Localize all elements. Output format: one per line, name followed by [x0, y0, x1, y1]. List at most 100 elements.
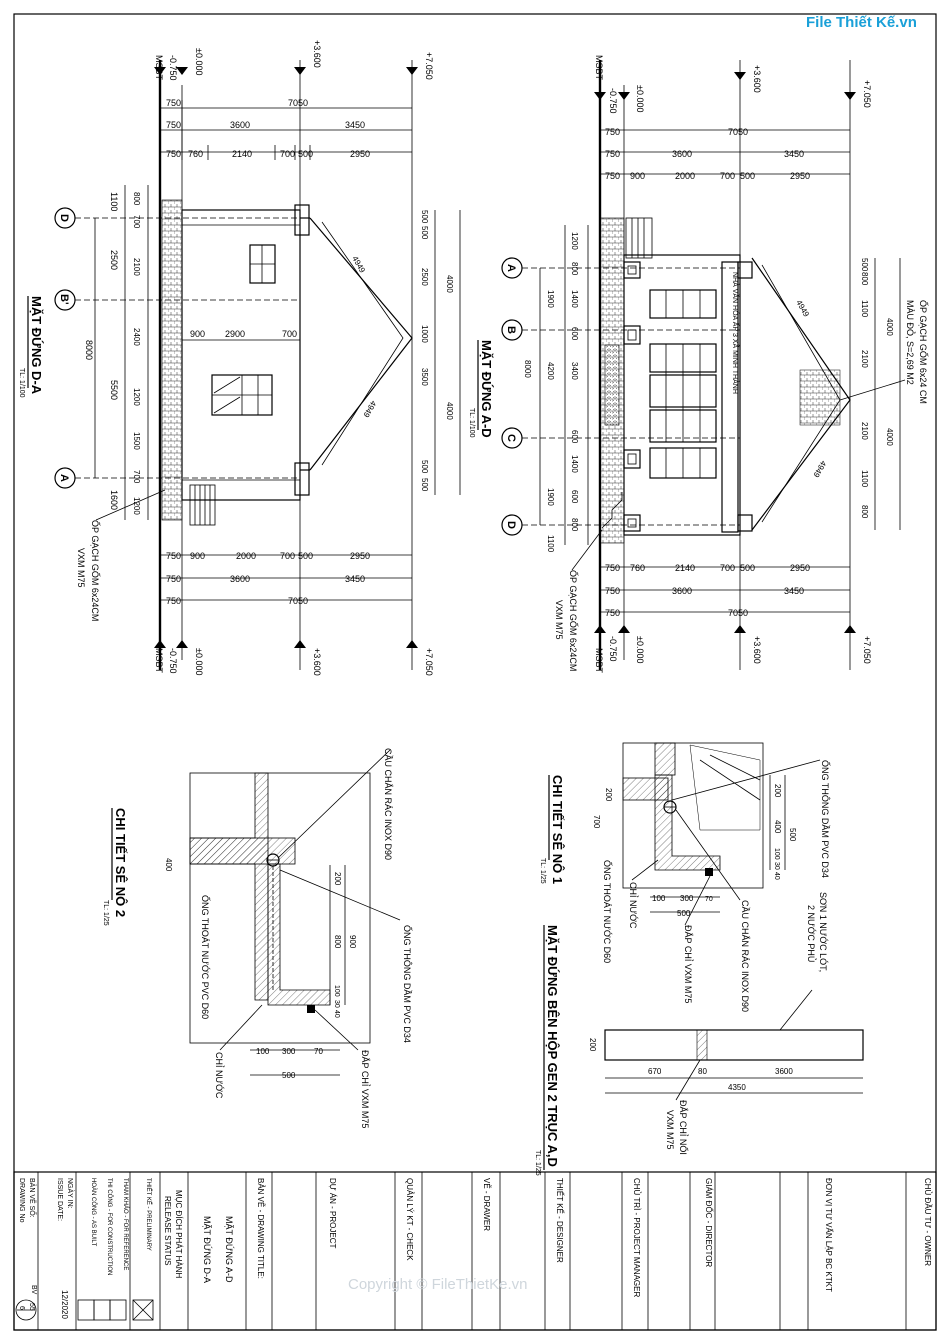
dim-text: 700 [132, 215, 141, 229]
detail-label: CHỈ NƯỚC [628, 882, 639, 929]
elevation-scale: TL: 1/100 [468, 408, 475, 438]
dim-text: 100 [333, 985, 340, 997]
dim-text: 700 [132, 470, 141, 484]
level-label: MSBT [154, 55, 164, 81]
dim-text: 3600 [775, 1067, 793, 1076]
detail-scale: TL: 1/25 [539, 858, 546, 884]
dim-text: 1400 [570, 290, 579, 308]
dim-text: 750 [605, 586, 620, 596]
dim-text: 700 [592, 815, 601, 829]
dim-text: 2500 [420, 268, 429, 286]
detail-label: CẦU CHẮN RÁC INOX D90 [383, 748, 393, 860]
detail-title: MẶT ĐỨNG BÊN HỘP GEN 2 TRỤC A,D [545, 925, 560, 1167]
detail-label: ĐẮP CHỈ VXM M75 [683, 925, 694, 1003]
level-markers-top [154, 67, 418, 75]
dim-text: 400 [773, 820, 782, 834]
dim-text: 750 [166, 596, 181, 606]
dim-text: 7050 [728, 608, 748, 618]
dim-text: 1400 [570, 455, 579, 473]
dim-text: 4000 [445, 402, 454, 420]
tb-drawer: VẼ - DRAWER [482, 1178, 491, 1231]
dim-text: 3450 [784, 586, 804, 596]
tb-release-label: MỤC ĐÍCH PHÁT HÀNH [174, 1190, 183, 1279]
dim-text: 900 [190, 551, 205, 561]
dim-text: 750 [605, 608, 620, 618]
dim-text: 1600 [109, 490, 119, 510]
level-label: MSBT [154, 648, 164, 674]
tb-status: THI CÔNG - FOR CONSTRUCTION [106, 1178, 113, 1275]
level-label: ±0.000 [635, 85, 645, 112]
tb-consultant: ĐƠN VỊ TƯ VẤN LẬP BC KTKT [824, 1178, 834, 1292]
dim-text: 3450 [345, 120, 365, 130]
axis-label: B [505, 326, 517, 334]
level-label: +3.600 [752, 65, 762, 93]
tb-check: QUẢN LÝ KT - CHECK [405, 1178, 414, 1261]
elevation-d-a: MSBT -0.750 ±0.000 +3.600 +7.050 MSBT -0… [18, 40, 461, 676]
detail-label: CẦU CHẮN RÁC INOX D90 [740, 900, 750, 1012]
tb-issue-label: NGÀY IN: [66, 1178, 75, 1209]
dim-text: 1200 [570, 232, 579, 250]
dim-text: 2950 [350, 149, 370, 159]
dim-text: 700 [720, 563, 735, 573]
dim-text: 2100 [860, 422, 869, 440]
dim-text: 500 [420, 226, 429, 240]
status-checkbox [77, 1299, 95, 1321]
dim-text: 200 [333, 872, 342, 886]
dim-text: 3500 [420, 368, 429, 386]
level-label: +7.050 [424, 52, 434, 80]
sheet-frame [13, 13, 937, 1331]
dim-text: 900 [348, 935, 357, 949]
entrance-steps [189, 484, 216, 526]
detail-scale: TL: 1/25 [102, 900, 109, 926]
dim-text: 760 [188, 149, 203, 159]
dim-text: 200 [588, 1038, 597, 1052]
dim-text: 750 [166, 98, 181, 108]
dim-text: 100 [652, 894, 666, 903]
dim-text: 2400 [132, 328, 141, 346]
level-label: -0.750 [608, 636, 618, 662]
tb-status: HOÀN CÔNG - AS BUILT [90, 1178, 97, 1247]
axis-label: D [58, 214, 70, 222]
dim-text: 700 [720, 171, 735, 181]
dim-text: 200 [773, 784, 782, 798]
window-large [211, 374, 273, 416]
dims-top [160, 100, 412, 160]
dim-text: 4000 [445, 275, 454, 293]
dim-text: 750 [605, 149, 620, 159]
title-block: CHỦ ĐẦU TƯ - OWNER ĐƠN VỊ TƯ VẤN LẬP BC … [13, 1171, 937, 1331]
dim-text: 5500 [109, 380, 119, 400]
tb-status: THIẾT KẾ - PRELIMINARY [145, 1178, 152, 1251]
detail-label: ĐẮP CHỈ NỔI [678, 1100, 689, 1155]
detail-scale: TL: 1/25 [534, 1150, 541, 1176]
level-label: MSBT [594, 648, 604, 674]
dim-text: 2950 [790, 171, 810, 181]
dim-text: 1900 [546, 290, 555, 308]
dim-text: 80 [698, 1067, 707, 1076]
dim-text: 7050 [288, 98, 308, 108]
dim-text: 500 [740, 171, 755, 181]
tb-status: THAM KHẢO - FOR REFERENCE [122, 1178, 129, 1270]
axis-bubbles [54, 207, 300, 489]
dim-text: 700 [280, 149, 295, 159]
roof-length: 4949 [811, 459, 828, 479]
dim-text: 670 [648, 1067, 662, 1076]
dim-text: 3600 [672, 149, 692, 159]
dim-text: 500 [420, 478, 429, 492]
dim-text: 8000 [84, 340, 94, 360]
dim-text: 2950 [350, 551, 370, 561]
dim-text: 760 [630, 563, 645, 573]
roof-length: 4949 [350, 255, 367, 275]
dim-text: 750 [605, 563, 620, 573]
dim-text: 70 [705, 896, 713, 903]
detail-title: CHI TIẾT SÊ NÔ 2 [113, 808, 128, 917]
dim-text: 600 [570, 430, 579, 444]
dim-text: 800 [132, 192, 141, 206]
detail-se-no-2: 400 200 800 900 100 30 40 100 300 70 500… [102, 748, 413, 1128]
dim-text: 900 [190, 329, 205, 339]
detail-label: CHỈ NƯỚC [214, 1052, 225, 1099]
detail-label: VXM M75 [665, 1110, 675, 1150]
detail-label: ỐNG THÔNG DẦM PVC D34 [402, 925, 413, 1043]
dim-text: 1500 [132, 432, 141, 450]
dim-text: 1100 [860, 470, 869, 488]
dim-text: 1000 [420, 325, 429, 343]
